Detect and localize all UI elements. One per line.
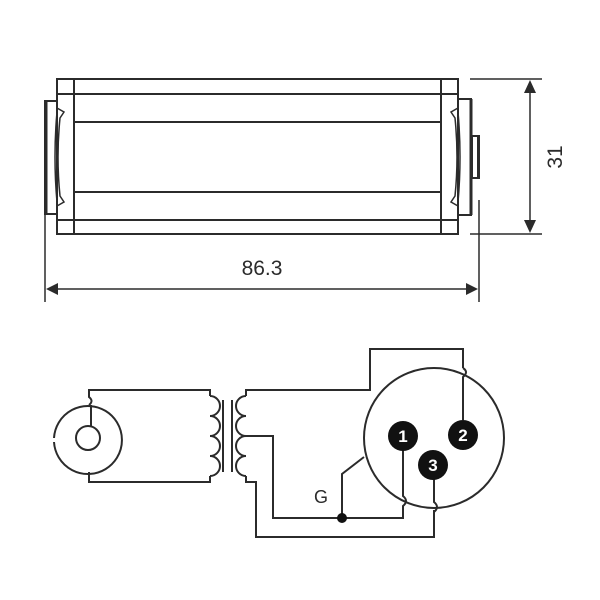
left-jack-face [44,100,66,215]
ground-label: G [314,487,328,507]
svg-text:2: 2 [458,426,467,445]
adapter-body [56,78,459,235]
right-jack-face [449,98,480,216]
xlr-pin-3: 3 [418,450,448,480]
xlr-pin-2: 2 [448,420,478,450]
xlr-pin-1: 1 [388,421,418,451]
length-label: 86.3 [242,257,283,280]
svg-text:3: 3 [428,456,437,475]
svg-text:1: 1 [398,427,407,446]
adapter-side-view: 31 86.3 [44,78,567,302]
jack-socket-icon [53,405,123,475]
length-dimension: 86.3 [44,200,480,302]
ground-junction [337,513,347,523]
height-dimension: 31 [470,78,567,235]
xlr-connector-outline [363,367,505,509]
wiring-schematic: G 1 2 3 [53,348,505,538]
height-label: 31 [544,145,567,168]
transformer-icon [209,395,247,477]
